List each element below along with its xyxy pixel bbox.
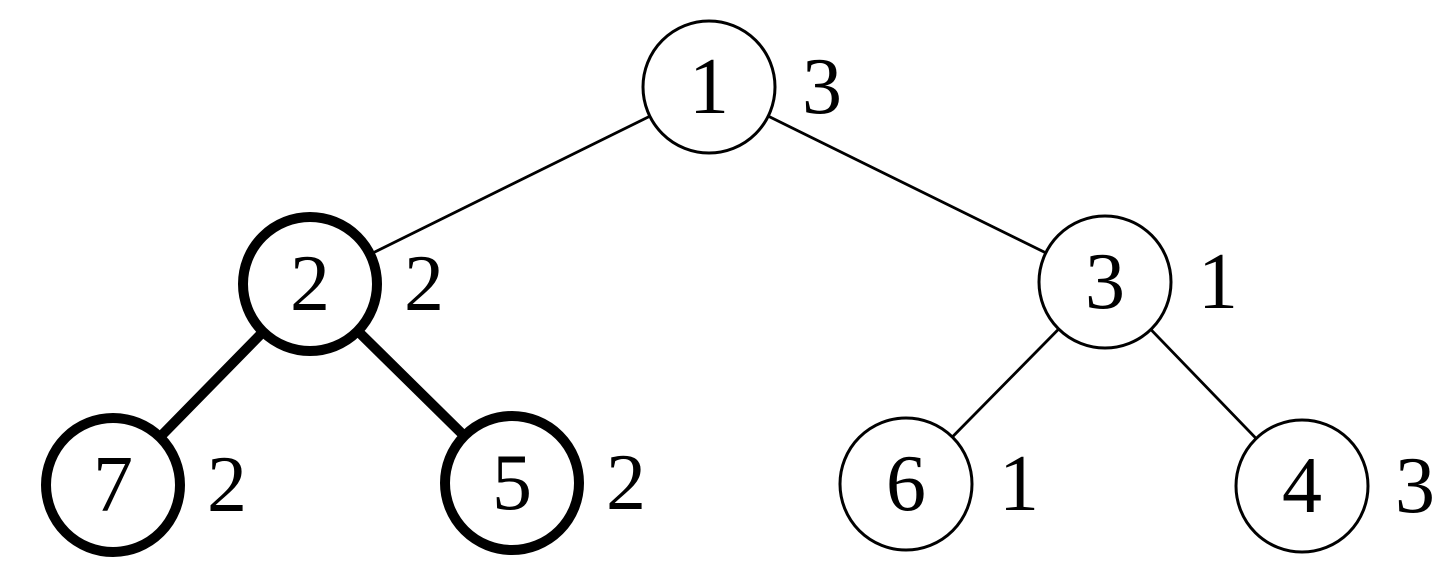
node-annotation-6: 1 <box>999 440 1039 528</box>
tree-node-circle-3 <box>1037 214 1173 350</box>
node-annotation-5: 2 <box>606 439 646 527</box>
tree-node-circle-6 <box>838 416 974 552</box>
tree-node-label-1: 1 <box>689 43 729 131</box>
tree-node-circle-7 <box>41 413 185 557</box>
node-annotation-1: 3 <box>802 43 842 131</box>
node-annotation-4: 3 <box>1395 442 1435 530</box>
tree-node-label-2: 2 <box>290 240 330 328</box>
node-annotation-7: 2 <box>207 441 247 529</box>
node-annotation-2: 2 <box>404 240 444 328</box>
tree-node-label-7: 7 <box>93 441 133 529</box>
tree-edge-1-3 <box>708 85 1106 284</box>
tree-node-label-6: 6 <box>886 440 926 528</box>
tree-node-label-4: 4 <box>1282 442 1322 530</box>
tree-node-label-3: 3 <box>1085 238 1125 326</box>
tree-node-circle-2 <box>238 212 382 356</box>
tree-node-circle-1 <box>641 19 777 155</box>
tree-node-label-5: 5 <box>492 439 532 527</box>
node-annotation-3: 1 <box>1198 238 1238 326</box>
tree-edge-1-2 <box>309 85 710 286</box>
tree-node-circle-5 <box>440 411 584 555</box>
tree-nodes-layer: 1 2 3 7 5 6 4 <box>41 19 1370 557</box>
tree-node-circle-4 <box>1234 418 1370 554</box>
